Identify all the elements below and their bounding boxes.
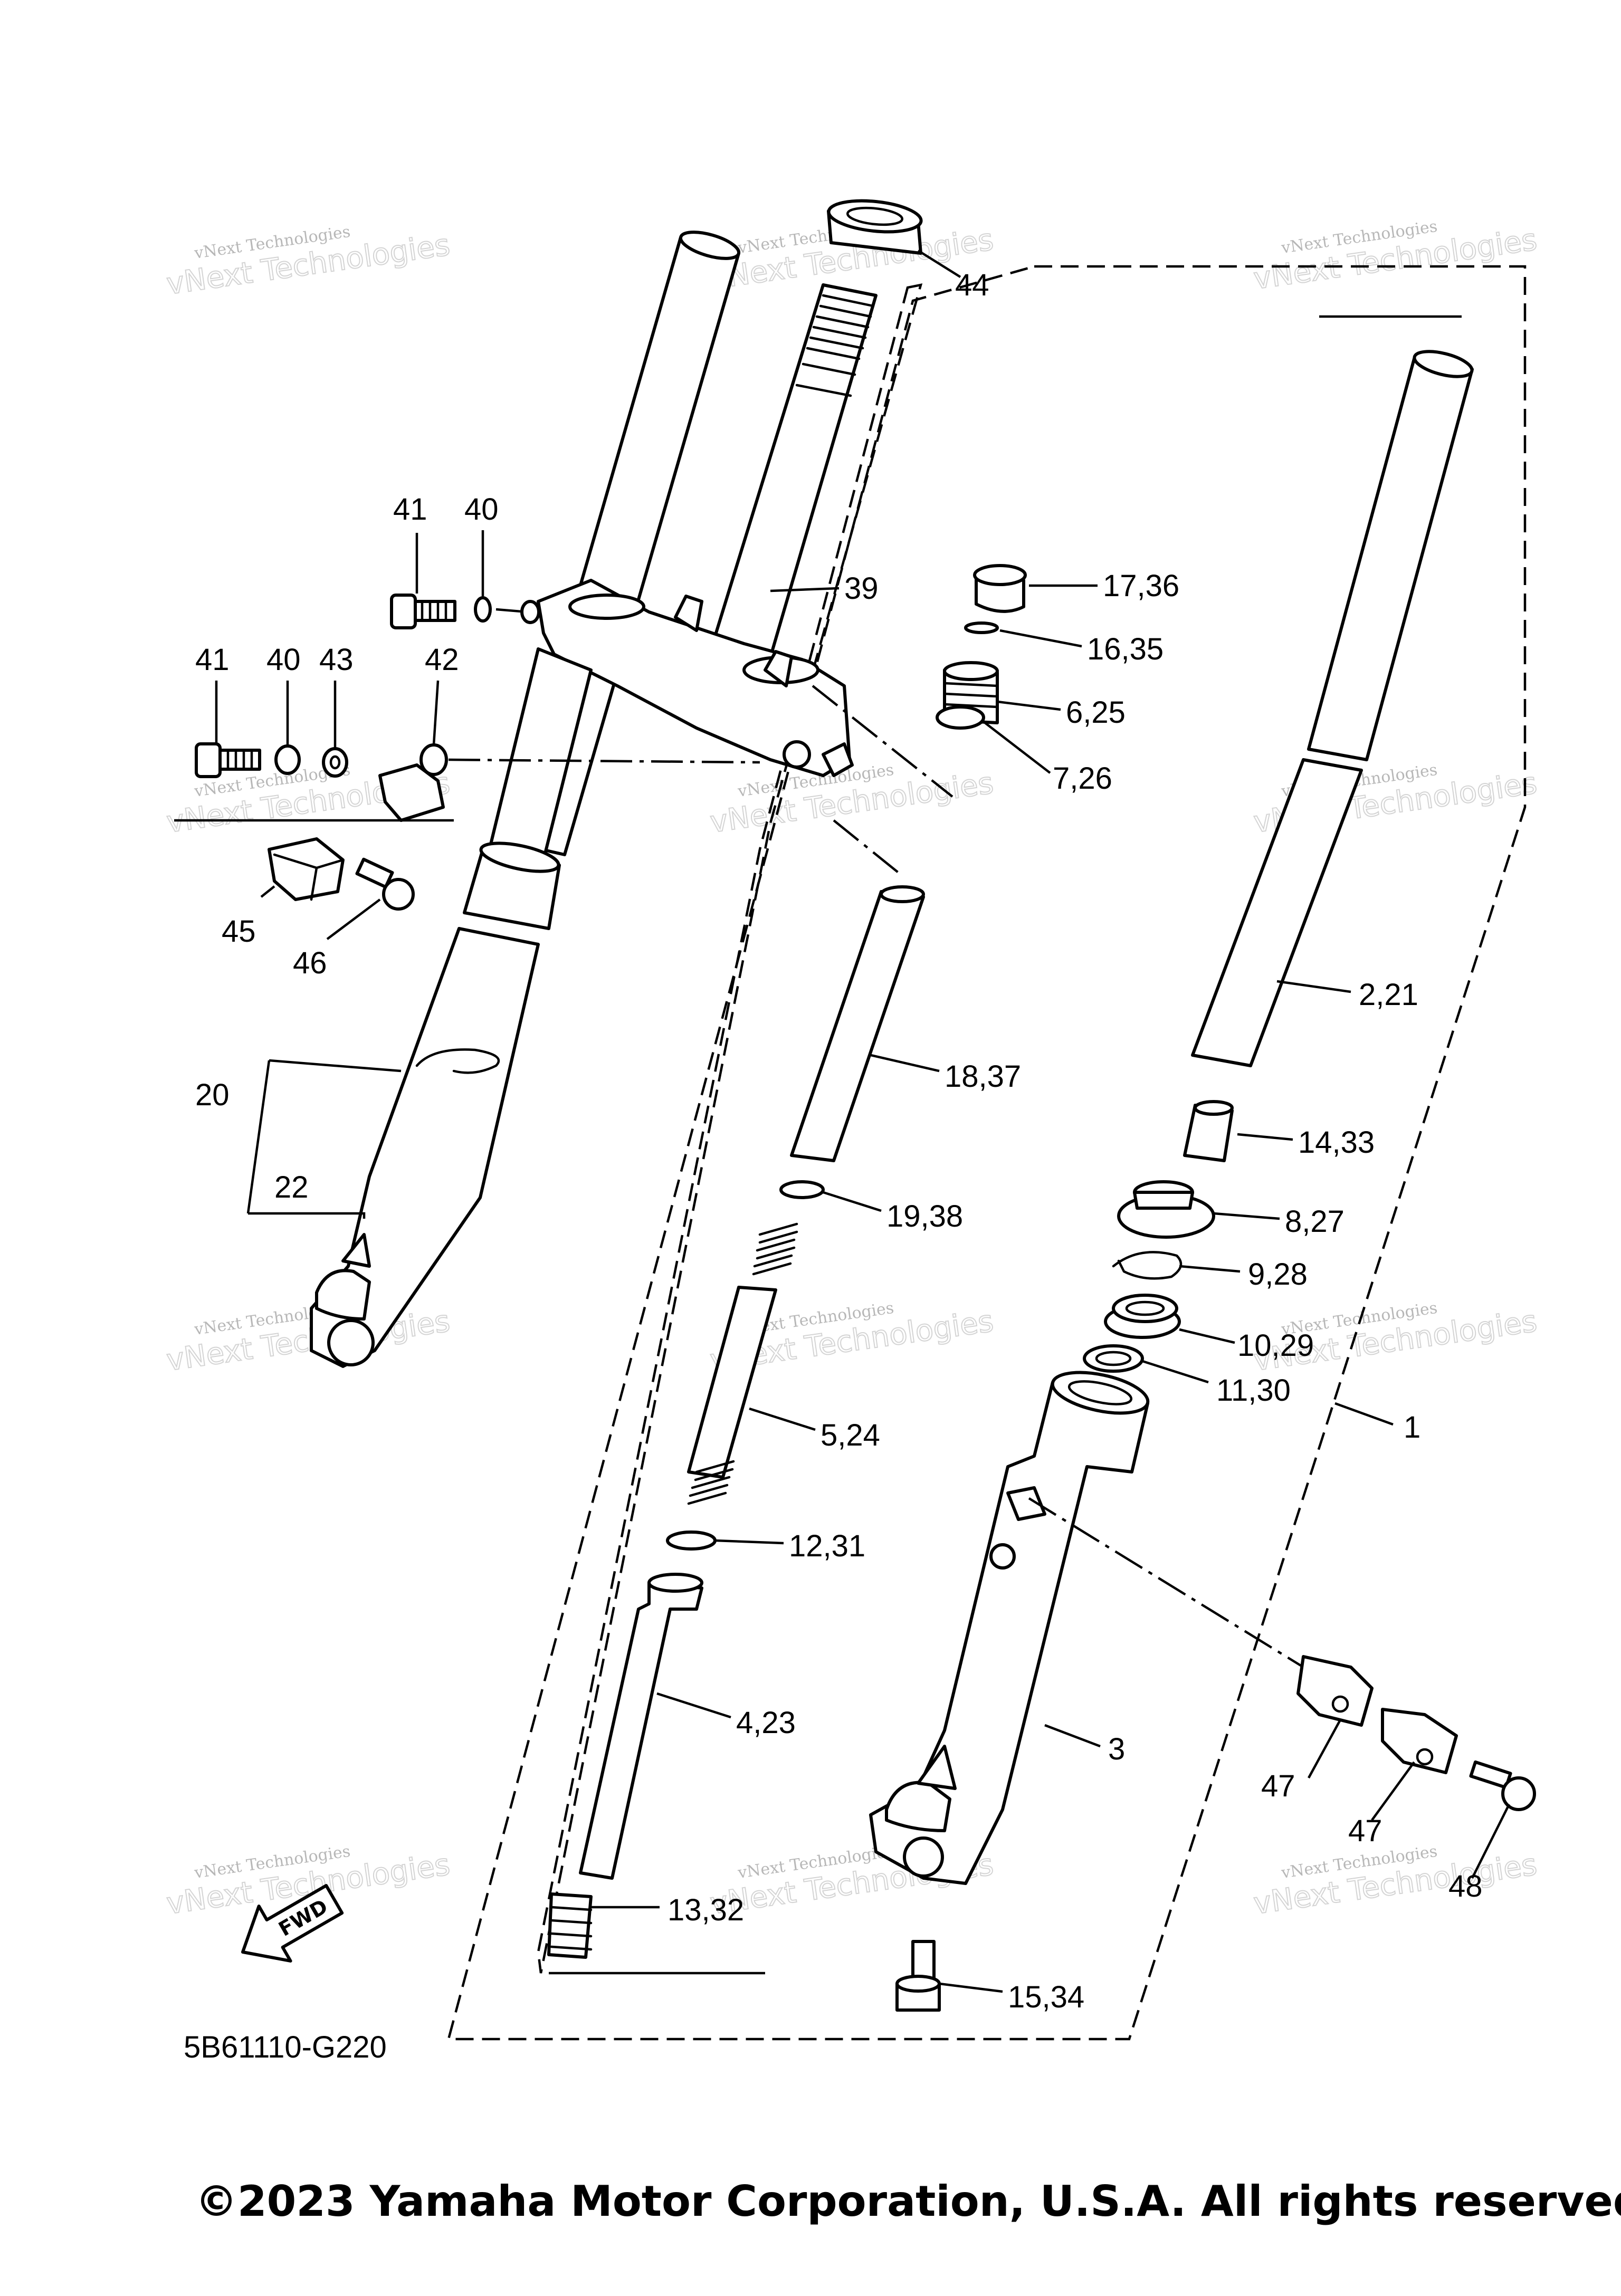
callout-47-upper: 47 (1261, 1769, 1295, 1803)
callout-40-lower: 40 (266, 643, 301, 677)
callout-45: 45 (222, 914, 256, 949)
inner-tube-2-21 (1191, 350, 1474, 1067)
callout-13-32: 13,32 (668, 1893, 744, 1927)
callout-16-35: 16,35 (1087, 632, 1164, 666)
callout-17-36: 17,36 (1103, 569, 1179, 603)
spacer-18-37 (790, 885, 925, 1162)
bearing-44 (827, 199, 923, 255)
callout-20: 20 (195, 1078, 230, 1112)
clip-9-28 (1112, 1251, 1183, 1280)
assembled-fork-left (310, 231, 878, 1368)
callout-labels: 44 39 41 40 41 40 43 42 45 46 20 22 17,3… (195, 268, 1483, 2014)
washer-40-lower (274, 744, 301, 775)
callout-22: 22 (274, 1170, 309, 1204)
callout-15-34: 15,34 (1008, 1980, 1084, 2014)
callout-41-lower: 41 (195, 643, 230, 677)
bracket-42 (378, 743, 448, 822)
exploded-group-outline-inner (537, 283, 923, 1974)
damper-rod-4-23 (579, 1573, 703, 1880)
dust-seal-8-27 (1117, 1180, 1215, 1239)
callout-46: 46 (293, 946, 327, 980)
callout-43: 43 (319, 643, 354, 677)
callout-4-23: 4,23 (736, 1706, 796, 1740)
leader-lines (215, 250, 1511, 1993)
callout-3: 3 (1108, 1732, 1125, 1766)
callout-10-29: 10,29 (1237, 1328, 1314, 1363)
spring-13-32 (547, 1892, 593, 1959)
watermark: vNext Technologies vNext Technologies (164, 223, 453, 302)
washer-19-38 (779, 1180, 825, 1199)
bushing-14-33 (1183, 1100, 1234, 1162)
callout-6-25: 6,25 (1066, 695, 1126, 730)
callout-40-upper: 40 (464, 492, 499, 527)
callout-12-31: 12,31 (789, 1529, 865, 1563)
bolt-41-upper (390, 594, 456, 629)
callout-42: 42 (425, 643, 459, 677)
callout-44: 44 (955, 268, 989, 302)
steering-shaft (705, 283, 878, 677)
assembly-chain-line (812, 685, 953, 877)
o-ring-7-26 (936, 705, 985, 730)
callout-9-28: 9,28 (1248, 1257, 1308, 1292)
watermark: vNext Technologies vNext Technologies (1251, 217, 1540, 297)
exploded-group-outline-right (447, 265, 1527, 2041)
callout-19-38: 19,38 (886, 1199, 963, 1233)
copyright-notice: ©2023 Yamaha Motor Corporation, U.S.A. A… (195, 2177, 1621, 2226)
screw-46 (355, 857, 415, 911)
callout-11-30: 11,30 (1216, 1373, 1291, 1408)
clamp-45 (268, 837, 345, 901)
callout-7-26: 7,26 (1053, 761, 1112, 796)
callout-1: 1 (1404, 1410, 1420, 1444)
outer-tube-3 (869, 1371, 1150, 1885)
bolt-41-lower (195, 742, 261, 778)
clamp-47-lower (1381, 1708, 1458, 1774)
diagram-code: 5B61110-G220 (184, 2030, 387, 2064)
callout-41-upper: 41 (393, 492, 427, 527)
callout-5-24: 5,24 (821, 1418, 880, 1452)
bracket-clamp-left (568, 594, 645, 620)
callout-48: 48 (1448, 1869, 1483, 1903)
screw-48 (1469, 1760, 1536, 1811)
spring-5-24 (687, 1222, 798, 1505)
clamp-47-upper (1296, 1655, 1374, 1727)
bolt-15-34 (895, 1940, 941, 2012)
callout-47-lower: 47 (1348, 1814, 1382, 1848)
inner-tube-top (679, 231, 741, 260)
washer-11-30 (1083, 1344, 1144, 1373)
callout-2-21: 2,21 (1359, 978, 1418, 1012)
washer-40-upper (474, 596, 492, 623)
seat-12-31 (666, 1530, 717, 1551)
callout-18-37: 18,37 (945, 1059, 1021, 1094)
callout-14-33: 14,33 (1298, 1125, 1375, 1160)
oil-seal-10-29 (1104, 1294, 1181, 1339)
callout-39: 39 (844, 571, 879, 606)
callout-8-27: 8,27 (1285, 1204, 1345, 1239)
o-ring-16-35 (964, 621, 999, 634)
cap-bolt-17-36 (973, 564, 1027, 613)
washer-43 (322, 747, 348, 778)
watermark: vNext Technologies vNext Technologies (1251, 1842, 1540, 1922)
